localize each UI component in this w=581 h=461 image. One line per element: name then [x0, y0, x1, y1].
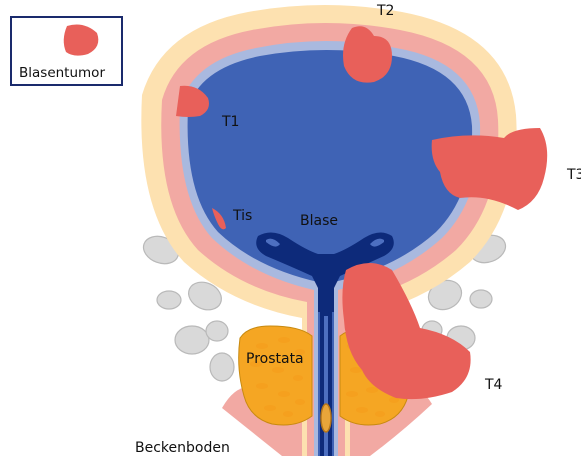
- legend-label: Blasentumor: [19, 65, 105, 81]
- bowel-loop: [470, 290, 492, 308]
- label-t1: T1: [221, 114, 239, 130]
- bowel-loop: [206, 321, 228, 341]
- bowel-loop: [210, 353, 234, 381]
- bowel-loop: [175, 326, 209, 354]
- label-beckenboden: Beckenboden: [135, 440, 230, 456]
- label-t2: T2: [376, 3, 394, 19]
- urethra-crest: [321, 404, 331, 432]
- label-tis: Tis: [232, 208, 252, 224]
- bowel-loop: [157, 291, 181, 309]
- label-prostata: Prostata: [246, 351, 304, 367]
- urethra-center-line: [324, 316, 328, 456]
- label-t4: T4: [484, 377, 503, 393]
- label-blase: Blase: [300, 213, 338, 229]
- label-t3: T3: [566, 167, 581, 183]
- legend: Blasentumor: [11, 17, 122, 85]
